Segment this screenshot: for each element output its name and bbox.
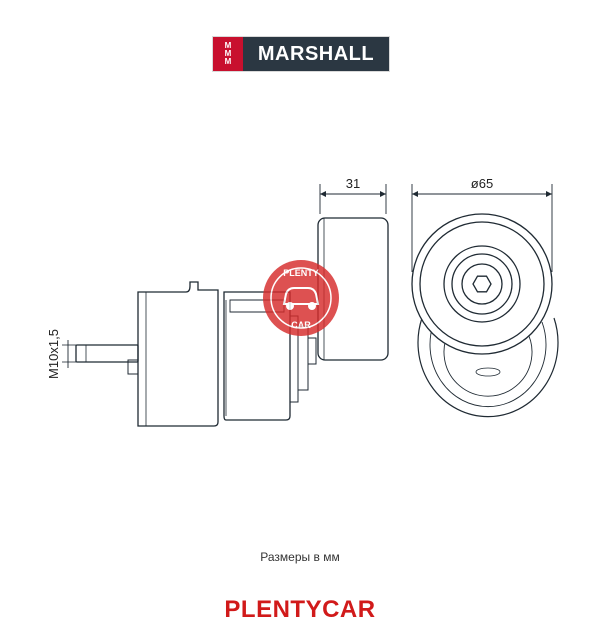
logo-name: MARSHALL bbox=[243, 37, 389, 71]
bolt-thread bbox=[75, 344, 139, 363]
watermark-top-text: PLENTY bbox=[283, 268, 319, 278]
hex-socket bbox=[472, 275, 492, 293]
back-plate bbox=[417, 317, 559, 418]
pulley-front bbox=[411, 213, 553, 355]
watermark-seal: PLENTY CAR bbox=[263, 260, 339, 336]
units-caption: Размеры в мм bbox=[260, 550, 340, 564]
tensioner-arm bbox=[223, 291, 291, 421]
logo-mark-line: M bbox=[224, 49, 232, 58]
tensioner-body bbox=[137, 281, 219, 427]
car-icon bbox=[282, 287, 320, 310]
thread-dimension-label: M10x1,5 bbox=[46, 329, 61, 379]
brand-name: PLENTYCAR bbox=[224, 596, 376, 623]
diameter-dimension-label: ø65 bbox=[471, 176, 493, 191]
marshall-logo: M M M MARSHALL bbox=[212, 36, 390, 72]
logo-mark-line: M bbox=[224, 41, 232, 50]
logo-mark: M M M bbox=[213, 37, 243, 71]
logo-mark-line: M bbox=[224, 57, 232, 66]
width-dimension-label: 31 bbox=[346, 176, 360, 191]
watermark-bottom-text: CAR bbox=[291, 320, 311, 330]
